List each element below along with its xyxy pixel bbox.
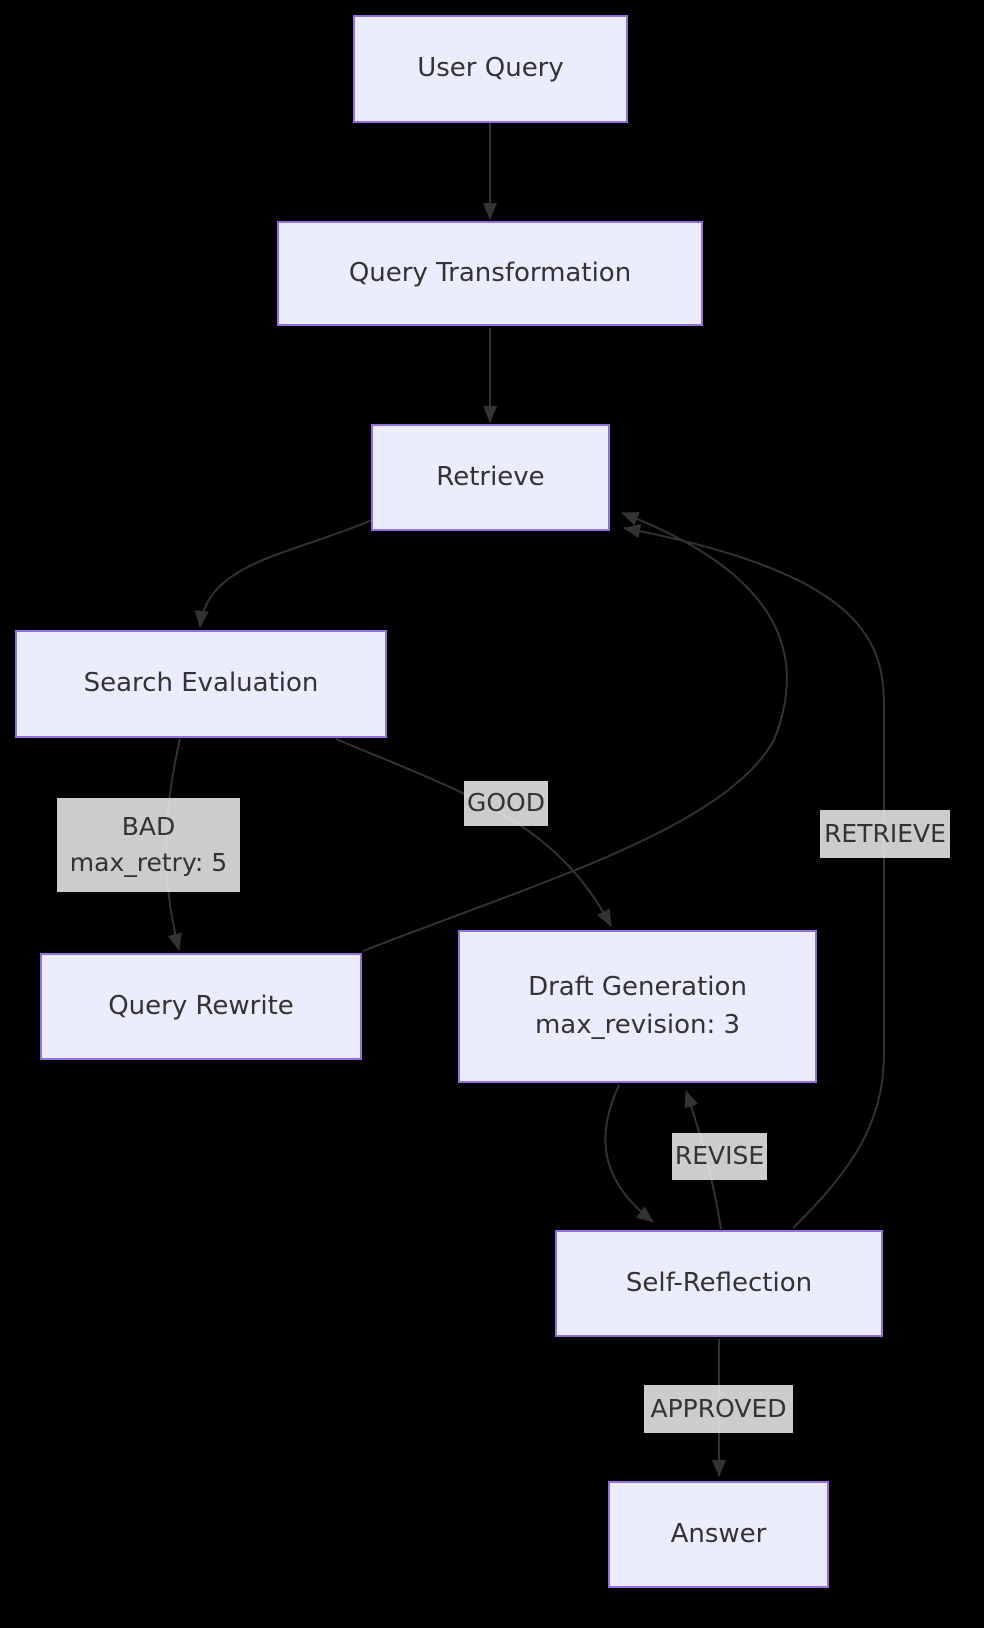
node-self-reflection: Self-Reflection: [555, 1230, 883, 1337]
node-query-transformation-label: Query Transformation: [348, 257, 632, 288]
edge-retrieve-to-search-evaluation: [194, 519, 373, 628]
edge-label-bad-line2: max_retry: 5: [69, 848, 228, 877]
edge-label-good: GOOD: [464, 781, 548, 826]
edge-self-reflection-to-retrieve: [623, 523, 885, 1229]
edge-label-bad: BAD max_retry: 5: [57, 798, 240, 892]
node-user-query-label: User Query: [417, 53, 564, 84]
node-answer-label: Answer: [670, 1518, 767, 1549]
node-user-query: User Query: [353, 15, 628, 123]
edge-query-rewrite-to-retrieve: [362, 512, 788, 952]
edge-label-retrieve: RETRIEVE: [820, 810, 950, 858]
edge-label-approved: APPROVED: [644, 1385, 793, 1433]
node-retrieve: Retrieve: [371, 424, 610, 531]
node-draft-generation-label: Draft Generation: [528, 971, 747, 1002]
node-self-reflection-label: Self-Reflection: [625, 1267, 813, 1298]
node-query-transformation: Query Transformation: [277, 221, 703, 326]
node-search-evaluation: Search Evaluation: [15, 630, 387, 738]
node-retrieve-label: Retrieve: [436, 461, 545, 492]
node-search-evaluation-label: Search Evaluation: [83, 668, 319, 699]
edge-label-revise: REVISE: [672, 1133, 767, 1180]
edge-label-approved-text: APPROVED: [650, 1393, 787, 1423]
edge-label-bad-line1: BAD: [121, 811, 176, 841]
edge-label-retrieve-text: RETRIEVE: [824, 818, 946, 848]
node-draft-generation: Draft Generation max_revision: 3: [458, 930, 817, 1083]
edge-draft-generation-to-self-reflection: [604, 1084, 654, 1223]
edge-label-good-text: GOOD: [467, 788, 545, 818]
node-query-rewrite: Query Rewrite: [40, 953, 362, 1060]
edge-search-evaluation-to-draft-generation-good: [335, 738, 612, 927]
node-answer: Answer: [608, 1481, 829, 1588]
node-query-rewrite-label: Query Rewrite: [108, 990, 294, 1021]
edge-label-revise-text: REVISE: [674, 1141, 765, 1171]
node-draft-generation-sublabel: max_revision: 3: [534, 1009, 741, 1040]
